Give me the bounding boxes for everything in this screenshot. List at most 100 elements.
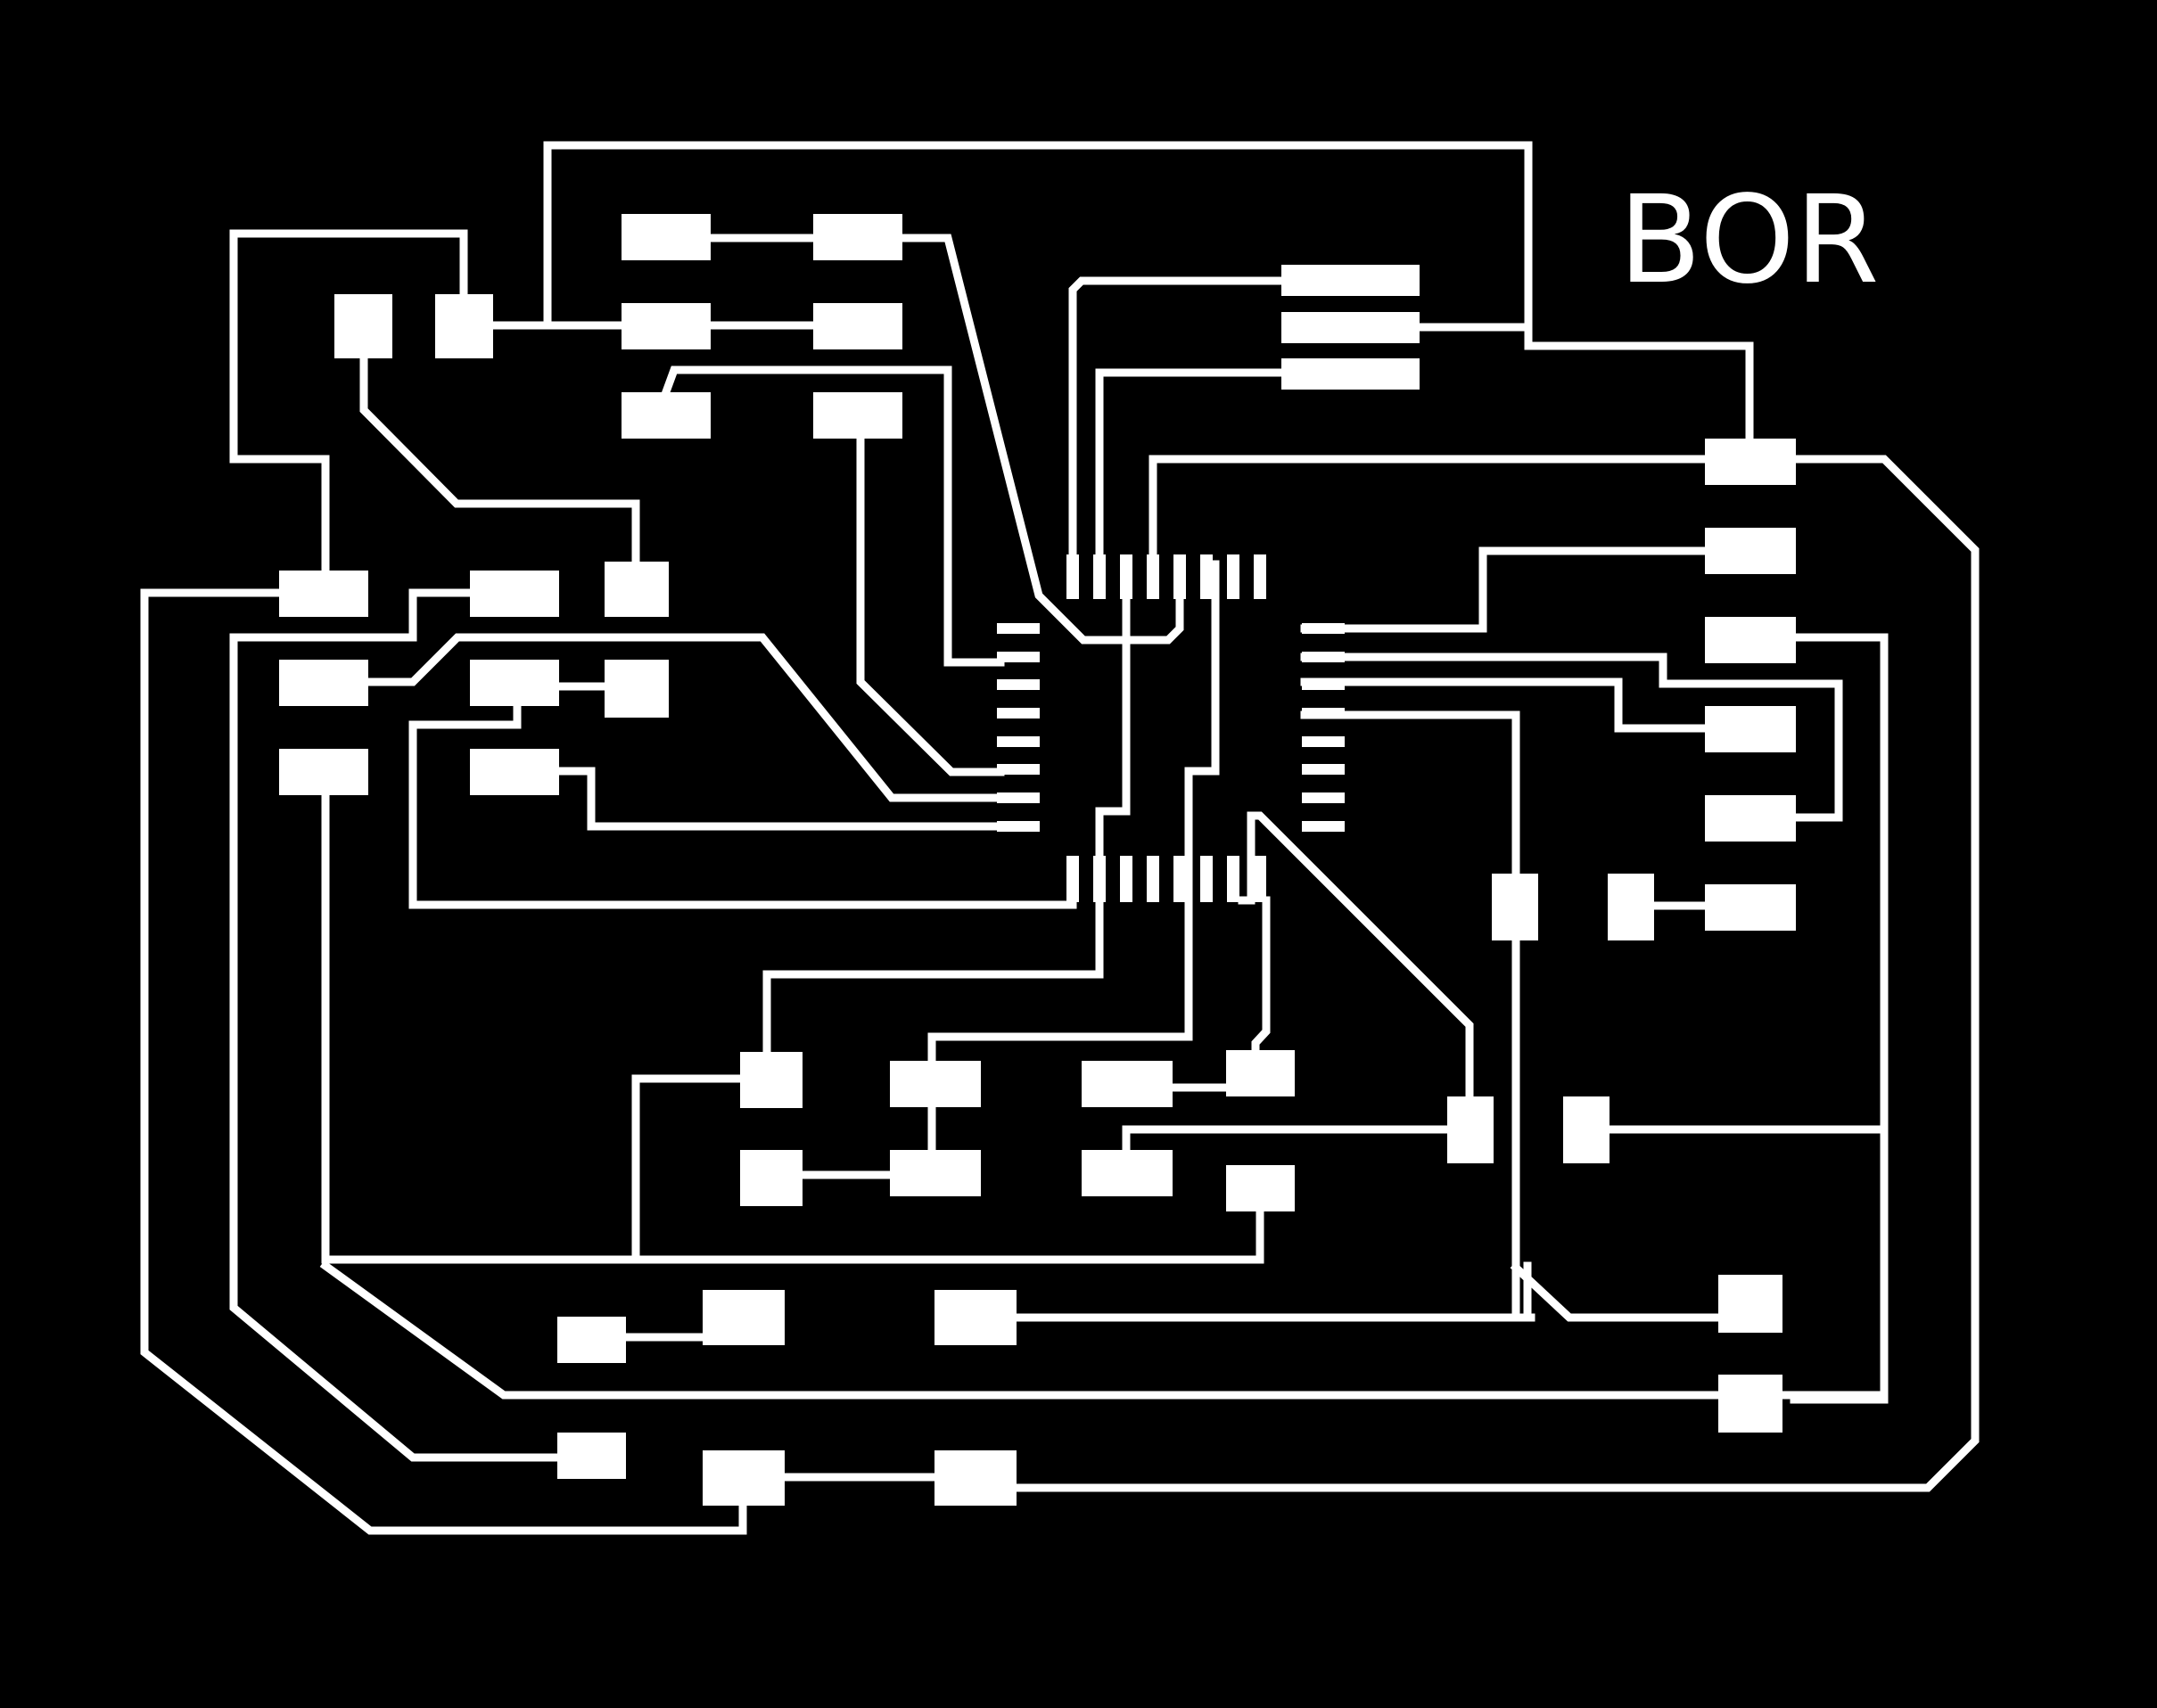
trace bbox=[1300, 677, 1712, 733]
smd-pad bbox=[934, 1290, 1017, 1345]
pads bbox=[279, 214, 1796, 1506]
smd-pad bbox=[1082, 1061, 1173, 1107]
smd-pad bbox=[1226, 1050, 1295, 1096]
smd-pad bbox=[1447, 1096, 1494, 1163]
trace bbox=[364, 633, 1005, 802]
ic-pin-pad bbox=[1147, 856, 1159, 902]
trace bbox=[555, 767, 1005, 831]
ic-pin-pad bbox=[1093, 856, 1106, 902]
ic-pin-pad bbox=[1066, 554, 1079, 599]
smd-pad bbox=[1705, 617, 1796, 663]
ic-pin-pad bbox=[1254, 554, 1266, 599]
ic-pin-pad bbox=[1120, 554, 1132, 599]
ic-pin-pad bbox=[1120, 856, 1132, 902]
ic-pin-pad bbox=[997, 708, 1040, 719]
trace bbox=[229, 229, 468, 586]
ic-pin-pad bbox=[997, 821, 1040, 832]
ic-pin-pad bbox=[1093, 554, 1106, 599]
trace bbox=[927, 560, 1220, 1079]
ic-pin-pad bbox=[1200, 856, 1213, 902]
ic-pin-pad bbox=[1173, 856, 1186, 902]
trace bbox=[1510, 1261, 1725, 1322]
smd-pad bbox=[470, 749, 559, 795]
smd-pad bbox=[934, 1450, 1017, 1506]
smd-pad bbox=[890, 1061, 981, 1107]
header-pin bbox=[1281, 312, 1420, 343]
header-pin bbox=[1281, 265, 1420, 296]
trace bbox=[856, 415, 1005, 776]
ic-pin-pad bbox=[997, 764, 1040, 775]
smd-pad bbox=[279, 571, 368, 617]
board-label: BOR bbox=[1618, 170, 1879, 311]
smd-pad bbox=[1608, 874, 1654, 940]
smd-pad bbox=[334, 294, 392, 358]
smd-pad bbox=[1492, 874, 1538, 940]
smd-pad bbox=[622, 392, 711, 439]
ic-pin-pad bbox=[997, 792, 1040, 803]
smd-pad bbox=[890, 1150, 981, 1196]
ic-pin-pad bbox=[1066, 856, 1079, 902]
header-pin bbox=[1281, 358, 1420, 390]
smd-pad bbox=[703, 1290, 785, 1345]
smd-pad bbox=[470, 571, 559, 617]
smd-pad bbox=[1226, 1165, 1295, 1211]
trace bbox=[896, 234, 1184, 645]
smd-pad bbox=[557, 1317, 626, 1363]
trace bbox=[1095, 368, 1286, 569]
ic-pin-pad bbox=[997, 736, 1040, 747]
smd-pad bbox=[813, 214, 902, 260]
smd-pad bbox=[1563, 1096, 1610, 1163]
ic-pin-pad bbox=[1254, 856, 1266, 902]
smd-pad bbox=[740, 1150, 803, 1206]
ic-pin-pad bbox=[1302, 652, 1345, 662]
trace bbox=[1122, 1125, 1474, 1154]
qfp-ic-footprint bbox=[997, 554, 1345, 902]
ic-pin-pad bbox=[1227, 554, 1239, 599]
smd-pad bbox=[622, 214, 711, 260]
smd-pad bbox=[1718, 1275, 1782, 1333]
smd-pad bbox=[1705, 706, 1796, 752]
ic-pin-pad bbox=[1302, 736, 1345, 747]
ic-pin-pad bbox=[1227, 856, 1239, 902]
trace bbox=[1790, 633, 1889, 1404]
trace bbox=[543, 141, 1754, 459]
smd-pad bbox=[703, 1450, 785, 1506]
ic-pin-pad bbox=[1173, 554, 1186, 599]
ic-pin-pad bbox=[997, 652, 1040, 662]
ic-pin-pad bbox=[1200, 554, 1213, 599]
smd-pad bbox=[435, 294, 493, 358]
smd-pad bbox=[1705, 528, 1796, 574]
smd-pad bbox=[470, 660, 559, 706]
trace bbox=[659, 365, 1005, 667]
trace bbox=[1238, 811, 1474, 1110]
trace bbox=[631, 1074, 771, 1264]
smd-pad bbox=[740, 1052, 803, 1108]
ic-pin-pad bbox=[1147, 554, 1159, 599]
smd-pad bbox=[1705, 439, 1796, 485]
smd-pad bbox=[1705, 884, 1796, 931]
ic-pin-pad bbox=[1302, 821, 1345, 832]
smd-pad bbox=[622, 303, 711, 349]
trace bbox=[1300, 546, 1712, 633]
trace bbox=[1300, 653, 1843, 822]
ic-pin-pad bbox=[1302, 792, 1345, 803]
smd-pad bbox=[813, 303, 902, 349]
ic-pin-pad bbox=[1302, 708, 1345, 719]
trace bbox=[1068, 276, 1286, 569]
smd-pad bbox=[279, 660, 368, 706]
ic-pin-pad bbox=[997, 679, 1040, 690]
trace bbox=[319, 1260, 1889, 1400]
smd-pad bbox=[1718, 1375, 1782, 1433]
smd-pad bbox=[1082, 1150, 1173, 1196]
trace bbox=[1148, 455, 1712, 569]
smd-pad bbox=[813, 392, 902, 439]
trace bbox=[140, 588, 747, 1535]
ic-pin-pad bbox=[1302, 623, 1345, 634]
smd-pad bbox=[279, 749, 368, 795]
trace bbox=[1008, 455, 1980, 1492]
ic-pin-pad bbox=[997, 623, 1040, 634]
ic-pin-pad bbox=[1302, 679, 1345, 690]
trace bbox=[359, 355, 640, 571]
smd-pad bbox=[1705, 795, 1796, 842]
